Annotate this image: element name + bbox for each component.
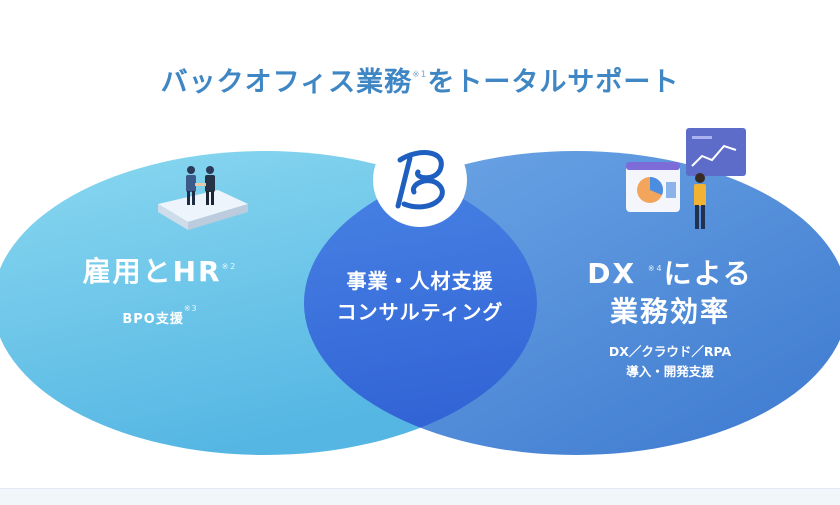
dx-analytics-illustration-icon <box>626 128 746 229</box>
overlap-region <box>304 151 537 455</box>
right-sub-line-1: DX／クラウド／RPA <box>608 344 732 359</box>
title-note: ※1 <box>412 70 428 80</box>
right-heading-a: DX <box>587 257 637 290</box>
center-line-2: コンサルティング <box>336 300 504 324</box>
center-heading: 事業・人材支援 コンサルティング <box>300 266 540 328</box>
title-text-2: をトータルサポート <box>427 67 680 98</box>
right-heading-note: ※4 <box>647 264 664 273</box>
left-sub-note: ※3 <box>183 304 198 313</box>
title-text: バックオフィス業務 <box>160 67 413 98</box>
right-circle-subtext: DX／クラウド／RPA 導入・開発支援 <box>560 342 780 382</box>
right-circle-heading: DX ※4による 業務効率 <box>560 250 780 331</box>
handshake-illustration-icon <box>158 166 248 230</box>
left-circle-subtext: BPO支援※3 <box>40 304 280 327</box>
right-heading-line-2: 業務効率 <box>609 295 730 328</box>
right-heading-line-1: DX ※4による <box>560 250 780 293</box>
page-title: バックオフィス業務※1をトータルサポート <box>0 60 840 99</box>
left-sub-text: BPO支援 <box>122 312 184 327</box>
footer-bar <box>0 488 840 505</box>
right-heading-b: による <box>663 257 753 290</box>
left-heading-note: ※2 <box>221 262 238 271</box>
right-sub-line-2: 導入・開発支援 <box>626 364 714 379</box>
left-circle-heading: 雇用とHR※2 <box>40 250 280 290</box>
left-heading-text: 雇用とHR <box>82 255 222 288</box>
brand-logo-icon <box>373 133 467 227</box>
center-line-1: 事業・人材支援 <box>346 269 494 293</box>
